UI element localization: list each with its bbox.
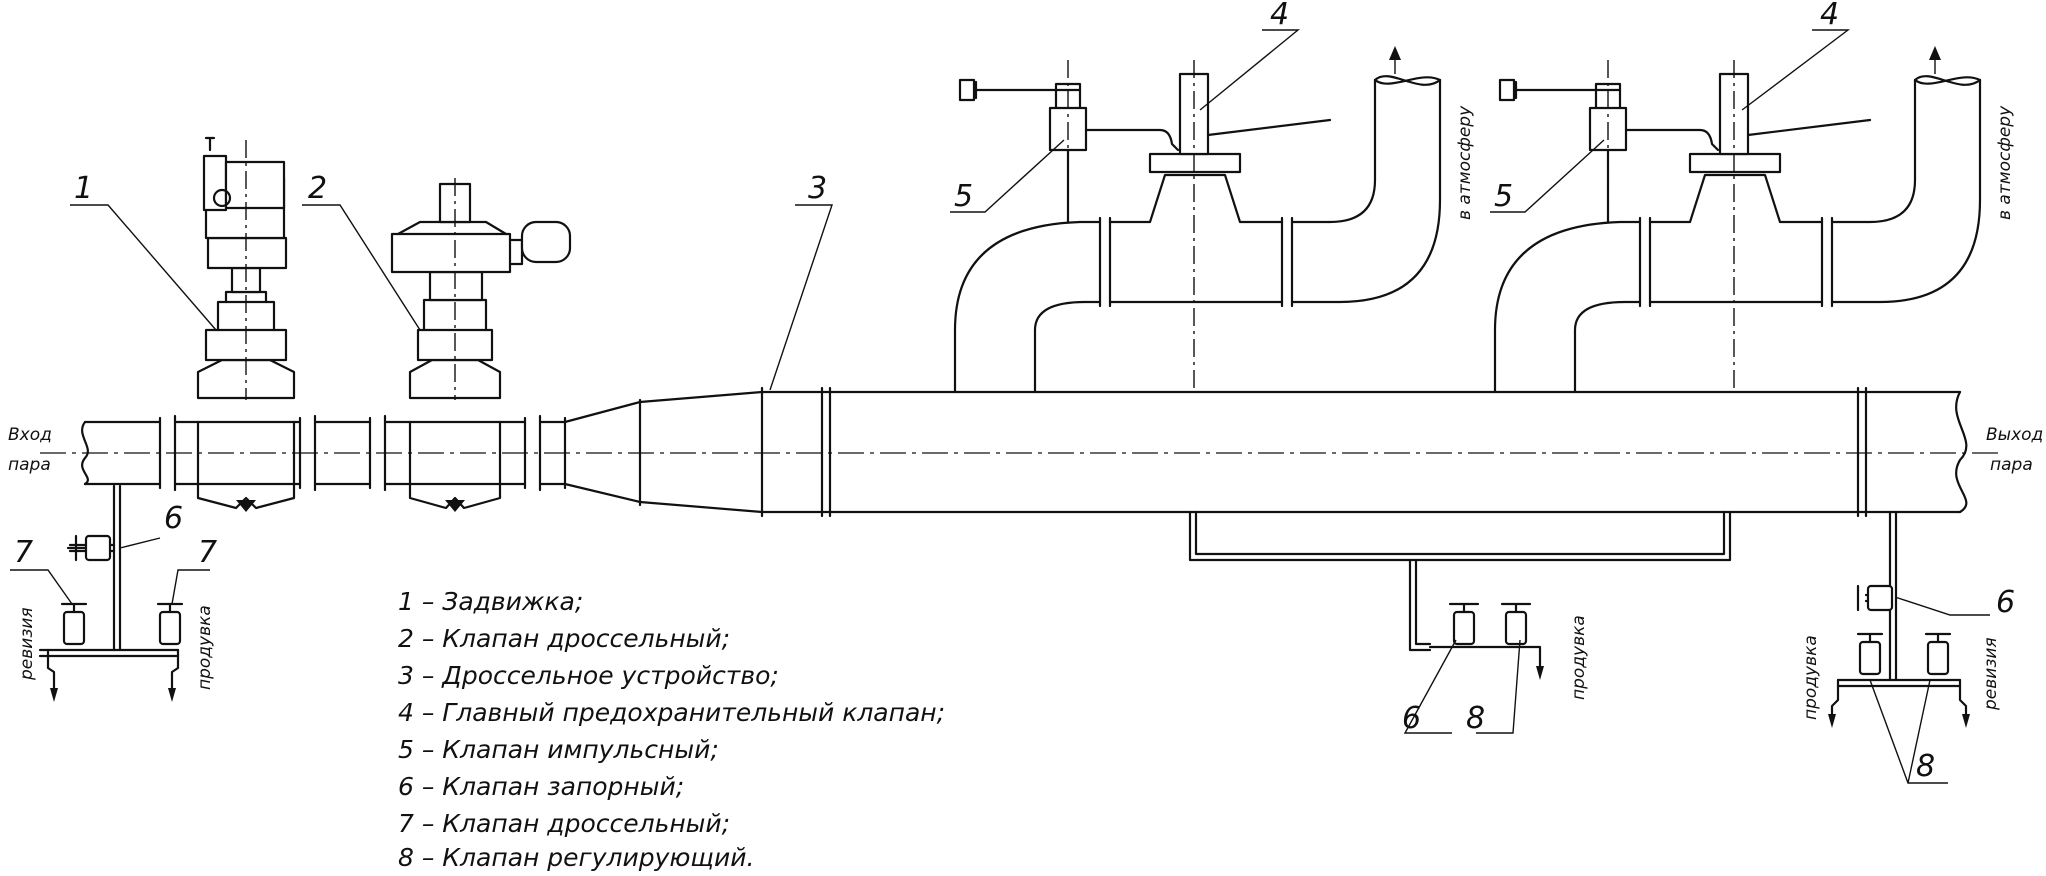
- leader-lines: [10, 29, 1990, 784]
- safety-valve-group-b: [1493, 46, 1982, 394]
- legend-item-2: 2 – Клапан дроссельный;: [398, 624, 730, 653]
- legend-item-7: 7 – Клапан дроссельный;: [398, 809, 730, 838]
- revision-label-right: ревизия: [1981, 637, 2001, 711]
- callout-6b: 6: [1402, 701, 1421, 736]
- callout-8b: 8: [1916, 749, 1935, 784]
- purge-label-left: продувка: [195, 605, 215, 690]
- revision-label-left: ревизия: [17, 607, 37, 681]
- callout-3: 3: [808, 171, 827, 206]
- text-labels: Вход пара Выход пара в атмосферу в атмос…: [8, 0, 2043, 784]
- outlet-label-line1: Выход: [1986, 425, 2043, 445]
- legend: 1 – Задвижка; 2 – Клапан дроссельный; 3 …: [398, 587, 945, 872]
- outlet-label-line2: пара: [1990, 455, 2033, 475]
- inlet-label-line1: Вход: [8, 425, 52, 445]
- callout-2: 2: [308, 171, 327, 206]
- atmosphere-label-a: в атмосферу: [1455, 105, 1475, 220]
- safety-valve-group-a: [953, 46, 1442, 394]
- callout-4a: 4: [1270, 0, 1289, 32]
- legend-item-5: 5 – Клапан импульсный;: [398, 735, 719, 764]
- callout-6c: 6: [1996, 585, 2015, 620]
- callout-5a: 5: [954, 179, 973, 214]
- legend-item-6: 6 – Клапан запорный;: [398, 772, 684, 801]
- callout-7a: 7: [14, 535, 33, 570]
- purge-label-middle: продувка: [1569, 615, 1589, 700]
- legend-item-4: 4 – Главный предохранительный клапан;: [398, 698, 945, 727]
- throttle-valve-2: [390, 178, 572, 512]
- drain-left: [38, 484, 184, 702]
- callout-6a: 6: [164, 501, 183, 536]
- callout-8a: 8: [1466, 701, 1485, 736]
- callout-7b: 7: [198, 535, 217, 570]
- gate-valve-1: [196, 136, 296, 512]
- legend-item-3: 3 – Дроссельное устройство;: [398, 661, 779, 690]
- legend-item-1: 1 – Задвижка;: [398, 587, 583, 616]
- callout-1: 1: [74, 171, 93, 206]
- atmosphere-label-b: в атмосферу: [1995, 105, 2015, 220]
- legend-item-8: 8 – Клапан регулирующий.: [398, 843, 754, 872]
- drain-right: [1828, 510, 1970, 728]
- main-pipe: [40, 386, 2000, 518]
- callout-5b: 5: [1494, 179, 1513, 214]
- callout-4b: 4: [1820, 0, 1839, 32]
- drain-middle: [1188, 510, 1732, 680]
- purge-label-right: продувка: [1801, 635, 1821, 720]
- inlet-label-line2: пара: [8, 455, 51, 475]
